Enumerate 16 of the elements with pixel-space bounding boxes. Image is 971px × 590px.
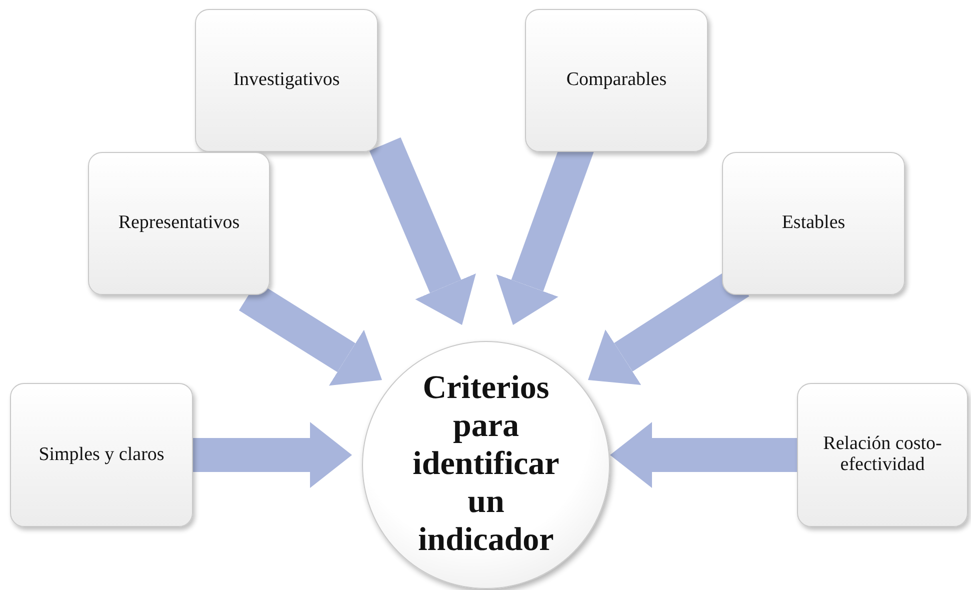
criterion-box bbox=[88, 152, 270, 295]
criterion-label: Relación costo-efectividad bbox=[822, 434, 943, 476]
block-arrow bbox=[193, 422, 352, 488]
block-arrow bbox=[369, 137, 476, 325]
criterion-label: Investigativos bbox=[232, 70, 341, 91]
criterion-label: Simples y claros bbox=[38, 444, 166, 466]
block-arrow bbox=[610, 422, 797, 488]
criterion-box bbox=[10, 383, 193, 527]
central-title: Criterios para identificar un indicador bbox=[412, 370, 560, 560]
criterion-box bbox=[195, 9, 378, 152]
criterion-label: Comparables bbox=[565, 70, 668, 91]
criterion-label: Estables bbox=[780, 213, 846, 234]
criterion-label: Representativos bbox=[117, 213, 241, 234]
criterion-box bbox=[797, 383, 968, 527]
criterion-box bbox=[525, 9, 708, 152]
criterion-box bbox=[722, 152, 905, 295]
